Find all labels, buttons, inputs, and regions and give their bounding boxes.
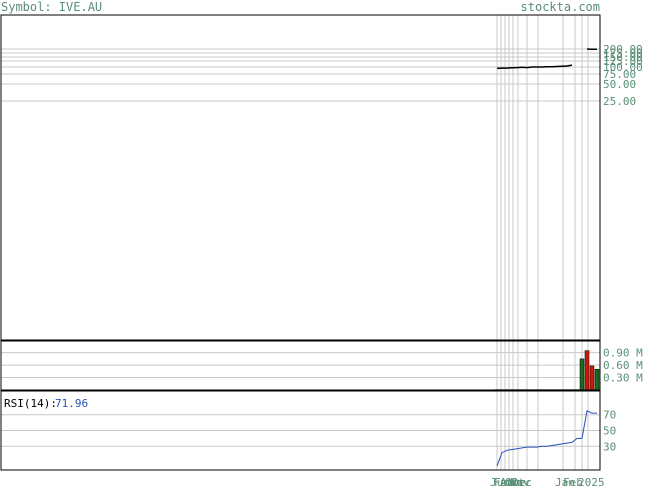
- price-tick-label: 125.00: [603, 55, 643, 68]
- rsi-panel: 30 50 70: [0, 390, 616, 471]
- site-label: stockta.com: [520, 0, 600, 14]
- volume-bar: [589, 365, 595, 391]
- price-tick-label: 25.00: [603, 95, 636, 108]
- price-tick-label: 150.00: [603, 51, 643, 64]
- symbol-label: Symbol: IVE.AU: [1, 0, 103, 14]
- rsi-frame: [0, 390, 601, 471]
- x-tick-label: Nov: [510, 476, 530, 486]
- x-tick-label: Oct: [505, 476, 525, 486]
- volume-frame: [0, 340, 601, 391]
- price-tick-label: 75.00: [603, 68, 636, 81]
- x-tick-label: Jun: [490, 476, 510, 486]
- price-panel: 25.00 50.0075.00100.00125.00150.00175.002…: [0, 14, 643, 470]
- volume-panel: 0.30 M0.60 M0.90 M: [0, 340, 643, 391]
- rsi-label: RSI(14):: [4, 397, 57, 410]
- volume-bar: [579, 358, 585, 391]
- price-tick-label: 200.00: [603, 43, 643, 56]
- rsi-line: [496, 410, 597, 467]
- x-tick-label: Jan: [555, 476, 575, 486]
- rsi-value: 71.96: [55, 397, 88, 410]
- volume-tick-label: 0.60 M: [603, 359, 643, 372]
- volume-bar: [594, 368, 600, 391]
- x-tick-label: Aug: [500, 476, 520, 486]
- price-line: [496, 48, 597, 70]
- x-tick-label: Feb: [563, 476, 583, 486]
- x-tick-label: Dec: [512, 476, 532, 486]
- x-tick-label: 2025: [578, 476, 605, 486]
- price-frame: [0, 14, 601, 341]
- rsi-tick-label: 70: [603, 409, 616, 422]
- x-tick-label: Feb: [494, 476, 514, 486]
- volume-tick-label: 0.30 M: [603, 372, 643, 385]
- volume-tick-label: 0.90 M: [603, 347, 643, 360]
- price-tick-label: 50.00: [603, 78, 636, 91]
- rsi-tick-label: 50: [603, 425, 616, 438]
- rsi-label-group: RSI(14): 71.96: [4, 397, 88, 410]
- rsi-tick-label: 30: [603, 440, 616, 453]
- price-tick-label: 100.00: [603, 61, 643, 74]
- volume-bar: [584, 350, 590, 391]
- price-tick-label: 175.00: [603, 47, 643, 60]
